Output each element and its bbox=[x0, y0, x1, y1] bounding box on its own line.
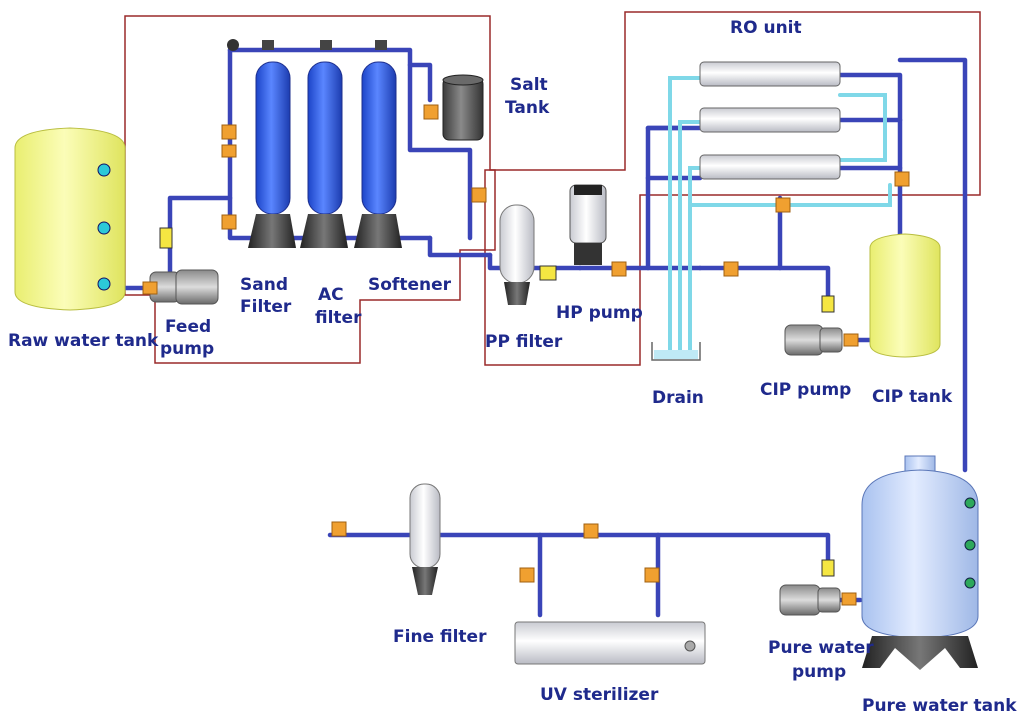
cip-pump bbox=[784, 295, 843, 356]
level-sensor-high bbox=[964, 497, 976, 509]
valve-icon bbox=[644, 567, 660, 583]
valve-icon bbox=[583, 523, 599, 539]
softener-label: Softener bbox=[368, 275, 452, 295]
valve-icon bbox=[221, 144, 237, 158]
valve-icon bbox=[221, 214, 237, 230]
raw-water-tank-label: Raw water tank bbox=[8, 331, 159, 351]
feed-pump bbox=[149, 227, 219, 305]
valve-icon bbox=[894, 171, 910, 187]
ro-membrane-2 bbox=[699, 107, 841, 133]
pure-water-tank bbox=[861, 455, 979, 670]
valve-icon bbox=[611, 261, 627, 277]
valves bbox=[142, 104, 910, 606]
ac-filter-vessel bbox=[300, 40, 348, 248]
valve-icon bbox=[221, 124, 237, 140]
cip-tank-label: CIP tank bbox=[872, 387, 953, 407]
valve-icon bbox=[775, 197, 791, 213]
ro-unit-label: RO unit bbox=[730, 18, 802, 38]
valve-icon bbox=[843, 333, 859, 347]
level-sensor-mid bbox=[97, 221, 111, 235]
pure-water-pump-label: Pure water bbox=[768, 638, 874, 658]
valve-icon bbox=[423, 104, 439, 120]
salt-tank-label: Salt bbox=[510, 75, 548, 95]
ac-filter-label: AC bbox=[318, 285, 344, 305]
sand-filter-vessel bbox=[248, 40, 296, 248]
drain-basin bbox=[651, 342, 701, 361]
uv-sterilizer-unit bbox=[514, 621, 706, 665]
ac-filter-label: filter bbox=[315, 308, 362, 328]
valve-icon bbox=[331, 521, 347, 537]
permeate-pipes bbox=[668, 76, 892, 357]
cip-pump-label: CIP pump bbox=[760, 380, 851, 400]
pure-water-pump bbox=[779, 559, 841, 616]
sand-filter-label: Filter bbox=[240, 297, 292, 317]
sand-filter-label: Sand bbox=[240, 275, 288, 295]
valve-icon bbox=[519, 567, 535, 583]
salt-tank-label: Tank bbox=[505, 98, 550, 118]
salt-tank bbox=[442, 74, 484, 141]
diagram-labels: Raw water tank Feed pump Sand Filter AC … bbox=[8, 18, 1017, 716]
ro-membrane-1 bbox=[699, 61, 841, 87]
uv-sterilizer-label: UV sterilizer bbox=[540, 685, 659, 705]
valve-icon bbox=[471, 187, 487, 203]
valve-icon bbox=[142, 281, 158, 295]
pure-water-tank-label: Pure water tank bbox=[862, 696, 1017, 716]
raw-water-tank bbox=[14, 127, 126, 311]
pure-water-pump-label: pump bbox=[792, 662, 846, 682]
pressure-gauge bbox=[227, 39, 239, 51]
fine-filter-housing bbox=[409, 483, 441, 595]
ro-boundary bbox=[484, 11, 981, 366]
cip-tank bbox=[869, 233, 941, 358]
softener-vessel bbox=[354, 40, 402, 248]
level-sensor-mid bbox=[964, 539, 976, 551]
feed-pump-label: Feed bbox=[165, 317, 211, 337]
pp-filter-housing bbox=[499, 204, 557, 305]
level-sensor-low bbox=[97, 277, 111, 291]
fine-filter-label: Fine filter bbox=[393, 627, 487, 647]
level-sensor-high bbox=[97, 163, 111, 177]
pp-filter-label: PP filter bbox=[485, 332, 563, 352]
ro-membrane-3 bbox=[699, 154, 841, 180]
feed-pump-label: pump bbox=[160, 339, 214, 359]
hp-pump bbox=[569, 184, 607, 265]
level-sensor-low bbox=[964, 577, 976, 589]
hp-pump-label: HP pump bbox=[556, 303, 643, 323]
drain-label: Drain bbox=[652, 388, 704, 408]
valve-icon bbox=[723, 261, 739, 277]
valve-icon bbox=[841, 592, 857, 606]
